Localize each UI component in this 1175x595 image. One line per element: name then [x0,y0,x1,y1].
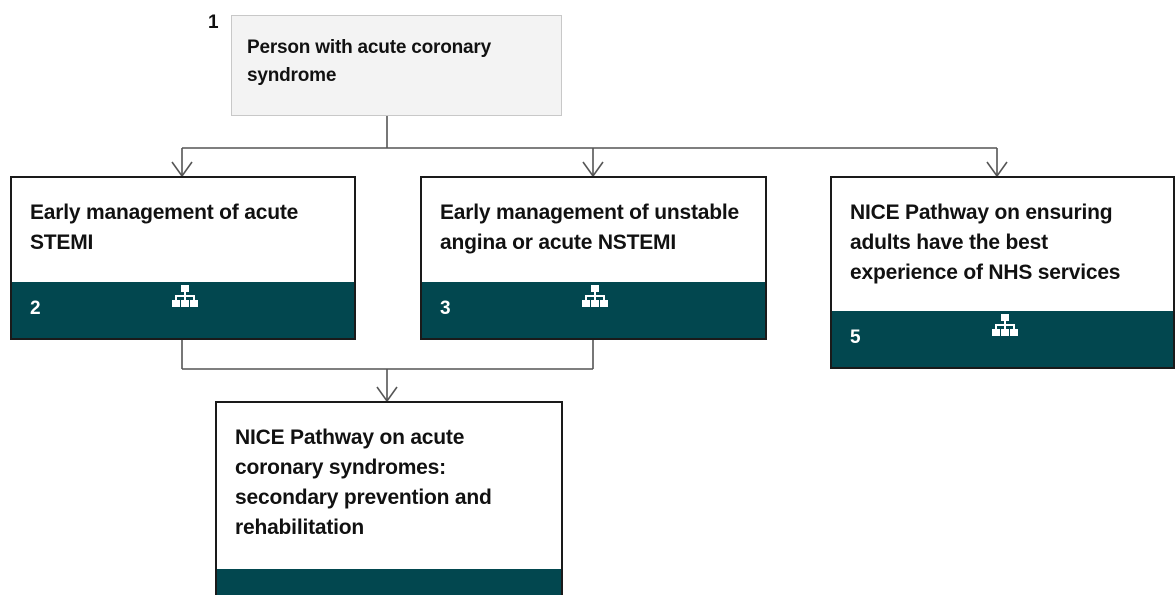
nstemi-node-footer: 3 [422,282,765,338]
arrowhead-secondary [376,386,398,403]
stemi-node-footer: 2 [12,282,354,338]
start-node[interactable]: Person with acute coronary syndrome [231,15,562,116]
experience-node-title: NICE Pathway on ensuring adults have the… [850,201,1121,284]
stemi-node-title: Early management of acute STEMI [30,201,299,254]
arrowhead-stemi [171,161,193,178]
arrowhead-experience [986,161,1008,178]
sitemap-icon[interactable] [992,313,1018,337]
experience-node[interactable]: NICE Pathway on ensuring adults have the… [830,176,1175,369]
experience-node-footer: 5 [832,311,1173,367]
stemi-node[interactable]: Early management of acute STEMI 2 [10,176,356,340]
nstemi-node[interactable]: Early management of unstable angina or a… [420,176,767,340]
arrowhead-nstemi [582,161,604,178]
secondary-prevention-node-title: NICE Pathway on acute coronary syndromes… [235,426,492,539]
step-number-start: 1 [208,12,219,33]
experience-node-number: 5 [850,327,861,348]
sitemap-icon[interactable] [172,284,198,308]
secondary-prevention-node[interactable]: NICE Pathway on acute coronary syndromes… [215,401,563,595]
stemi-node-number: 2 [30,298,41,319]
nstemi-node-title: Early management of unstable angina or a… [440,201,739,254]
sitemap-icon[interactable] [582,284,608,308]
nstemi-node-number: 3 [440,298,451,319]
secondary-prevention-node-footer [217,569,561,595]
start-node-title: Person with acute coronary syndrome [247,37,491,86]
